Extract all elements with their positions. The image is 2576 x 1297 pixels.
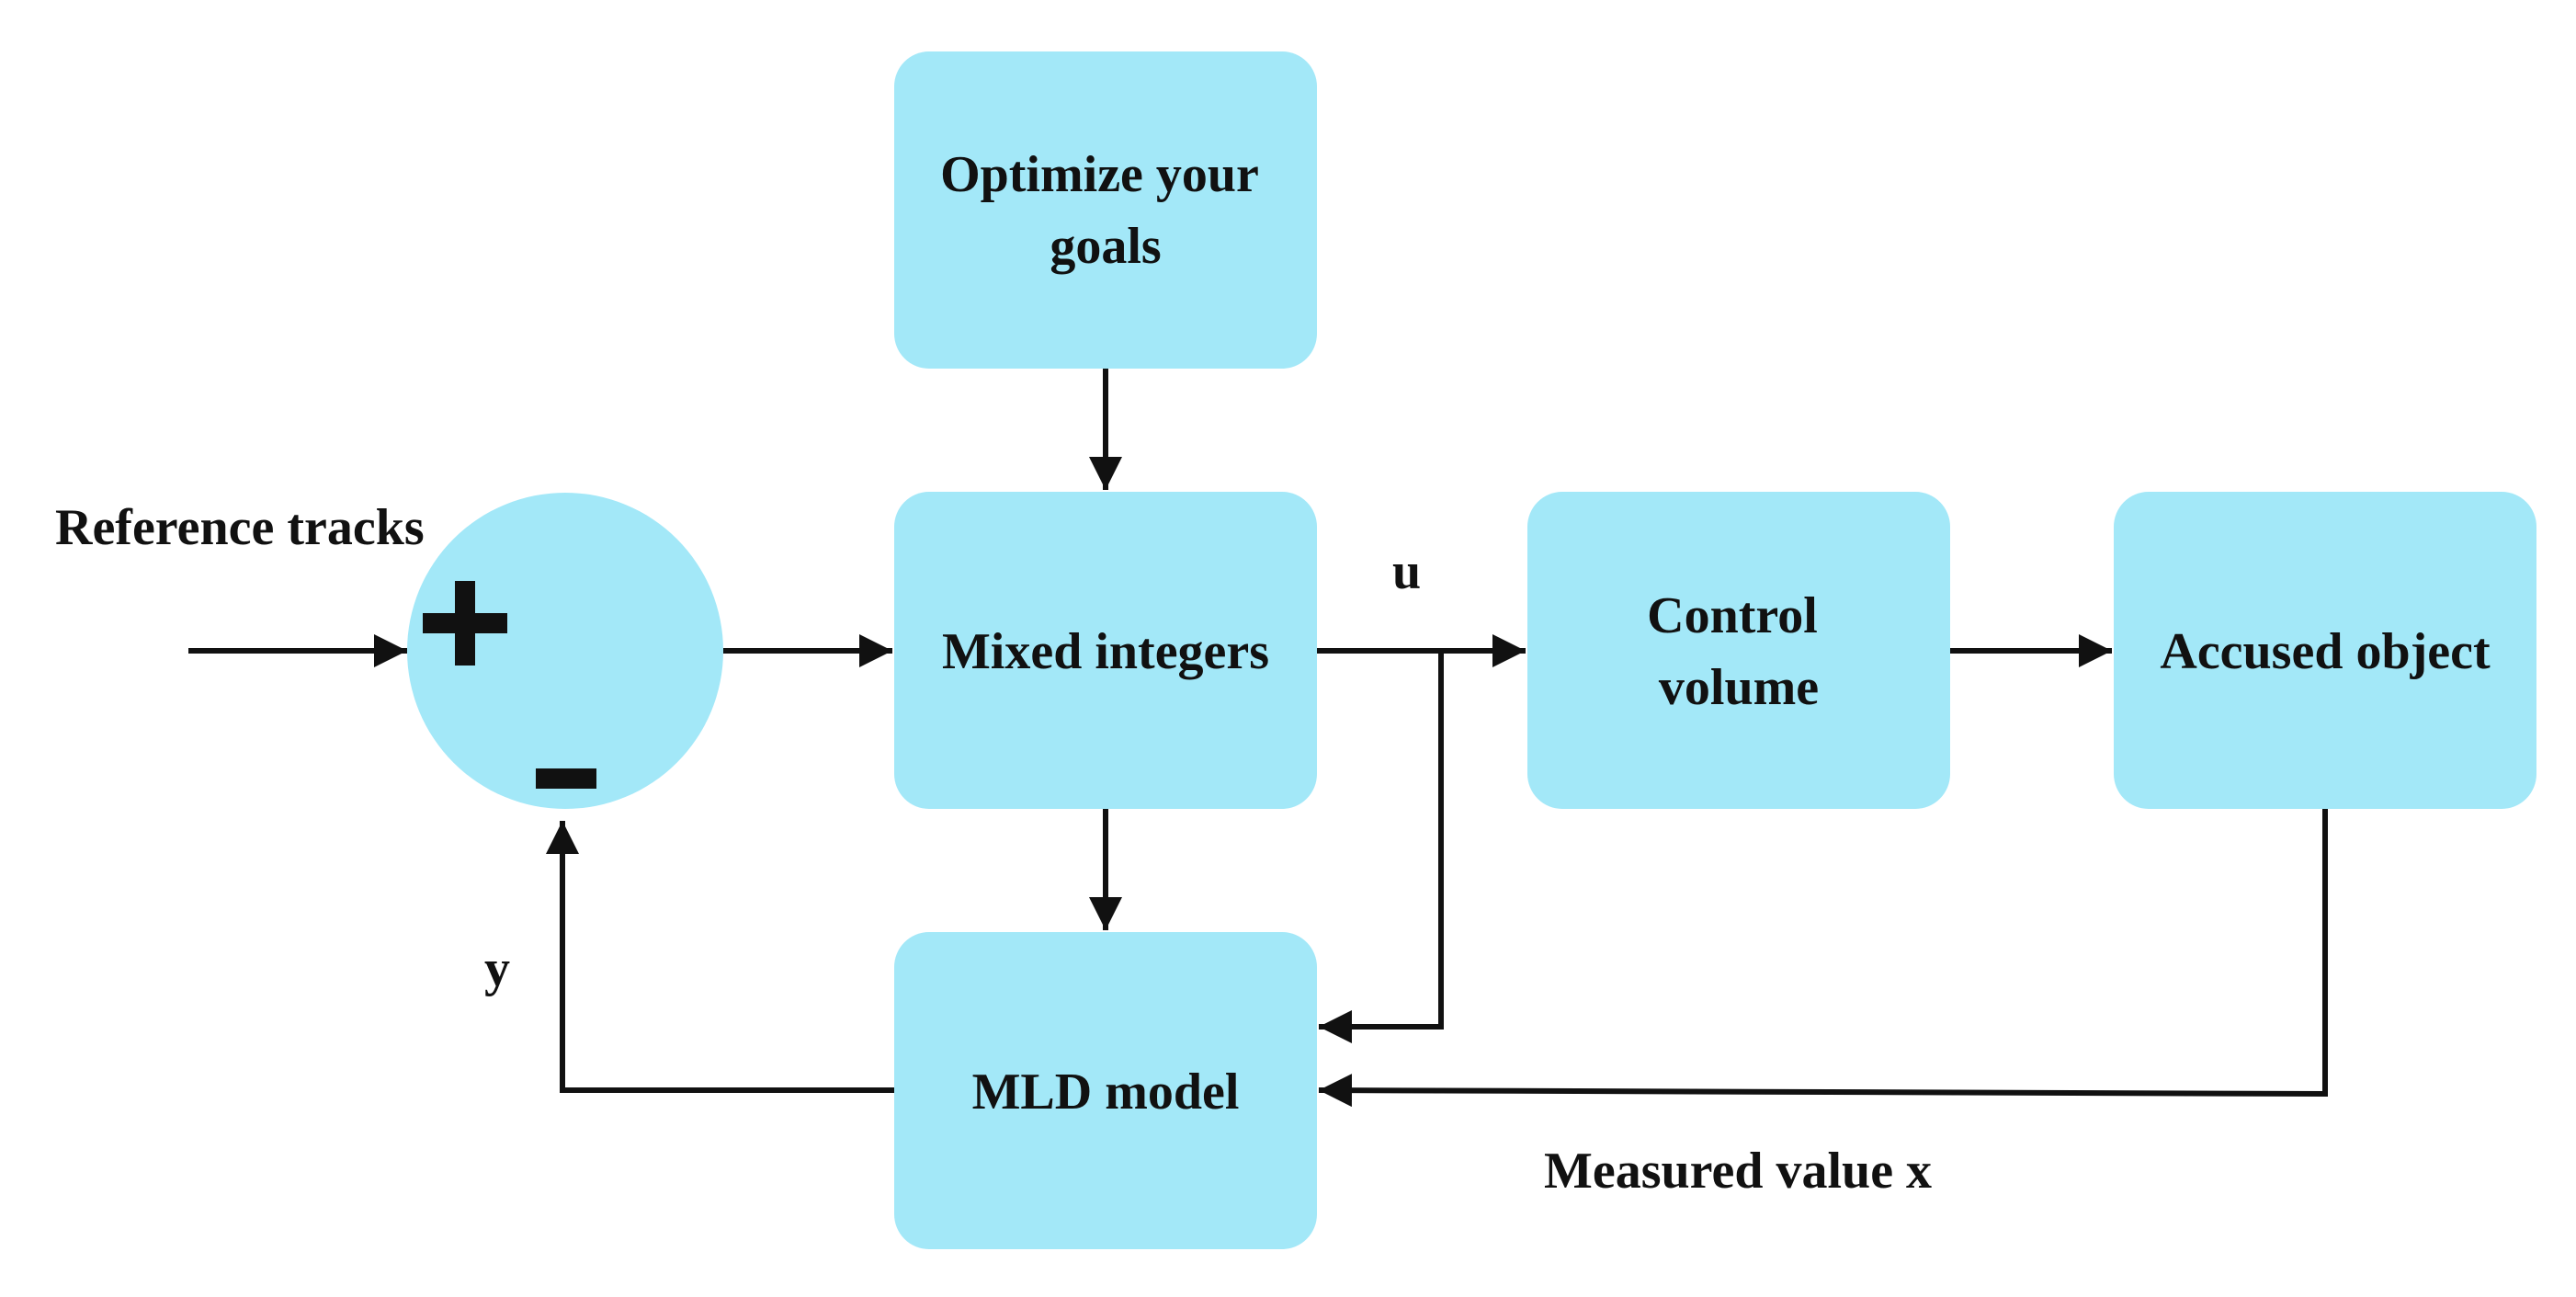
mld-model-box (894, 932, 1317, 1249)
control-volume-line2: volume (1659, 659, 1819, 716)
control-volume-line1: Control (1647, 587, 1818, 644)
svg-text:Control volume: Control volume (1647, 587, 1831, 716)
mixed-integers-label: Mixed integers (942, 623, 1269, 680)
measured-feedback-arrow (1318, 809, 2328, 1108)
accused-object-block: Accused object (2114, 492, 2536, 809)
optimize-goals-line2: goals (1050, 218, 1161, 275)
measured-value-label: Measured value x (1544, 1143, 1932, 1200)
y-feedback-arrow (546, 821, 894, 1093)
optimize-goals-line1: Optimize your (940, 146, 1258, 203)
reference-tracks-label: Reference tracks (55, 499, 425, 556)
mld-model-label: MLD model (972, 1064, 1240, 1121)
control-volume-block: Control volume (1527, 492, 1950, 809)
u-to-mld-arrow (1319, 651, 1444, 1043)
optimize-goals-block: Optimize your goals (894, 51, 1317, 369)
mld-model-block: MLD model (894, 932, 1317, 1249)
mixed-integers-block: Mixed integers (894, 492, 1317, 809)
minus-sign-icon (536, 768, 596, 789)
mixed-integers-box (894, 492, 1317, 809)
plus-sign-icon (423, 581, 507, 666)
u-label: u (1392, 543, 1421, 600)
accused-object-label: Accused object (2160, 623, 2491, 680)
accused-object-box (2114, 492, 2536, 809)
control-volume-box (1527, 492, 1950, 809)
summing-junction (407, 493, 723, 809)
summing-junction-circle (407, 493, 723, 809)
y-label: y (484, 940, 510, 997)
optimize-goals-box (894, 51, 1317, 369)
svg-text:Optimize your goals: Optimize your goals (940, 146, 1271, 275)
